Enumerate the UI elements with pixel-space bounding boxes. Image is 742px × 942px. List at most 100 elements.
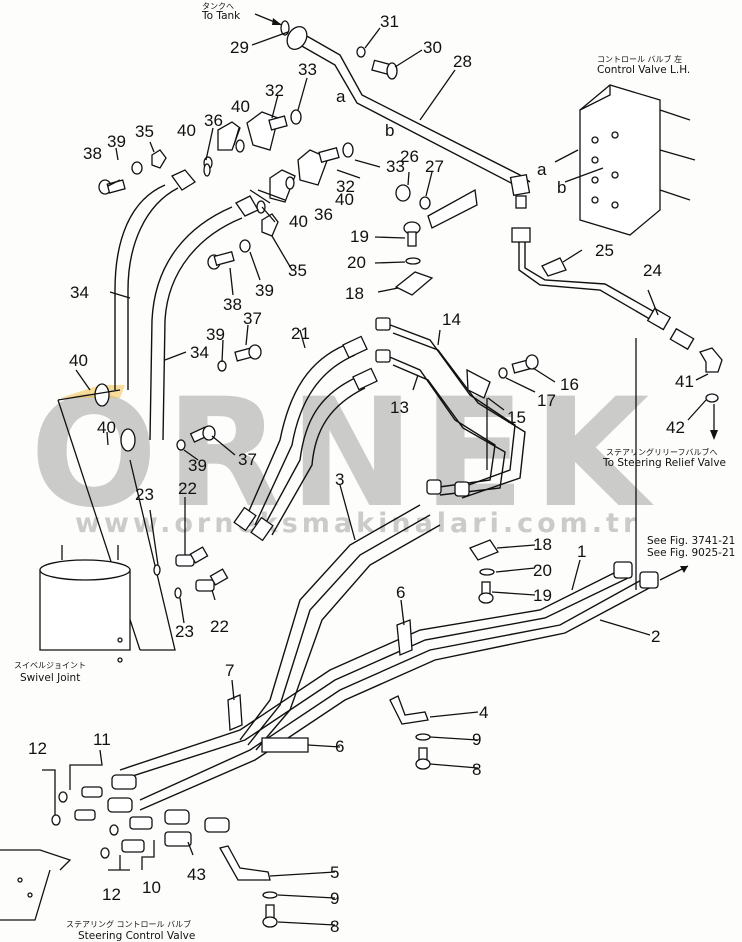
part-label-10: 10 — [142, 878, 161, 897]
washer-9-upper — [415, 733, 431, 741]
part-label-39-b: 39 — [255, 281, 274, 300]
bolt-37-upper — [234, 344, 262, 362]
tube-24 — [511, 227, 695, 351]
part-label-31: 31 — [380, 12, 399, 31]
part-label-17: 17 — [537, 391, 556, 410]
part-label-34-lower: 34 — [190, 343, 209, 362]
part-label-35-upper: 35 — [135, 122, 154, 141]
hose-21 — [233, 335, 378, 542]
part-label-24: 24 — [643, 261, 662, 280]
part-label-12-lower: 12 — [102, 885, 121, 904]
part-label-23-upper: 23 — [135, 485, 154, 504]
watermark: ORNEK www.orneksmakinalari.com.tr — [30, 367, 657, 541]
port-b-arrow — [564, 167, 604, 183]
oring-23-b — [174, 587, 182, 599]
washer-20-upper — [405, 257, 421, 265]
hoses-1-2-3 — [119, 504, 689, 811]
flange-32-upper — [203, 111, 288, 170]
part-label-14: 14 — [442, 310, 461, 329]
port-a-label-left: a — [336, 87, 346, 106]
bolt-8-upper — [415, 747, 431, 770]
part-label-9-upper: 9 — [472, 730, 481, 749]
relief-valve-label: To Steering Relief Valve — [602, 457, 726, 469]
oring-42 — [705, 393, 719, 403]
part-label-22-lower: 22 — [210, 617, 229, 636]
part-label-27: 27 — [425, 157, 444, 176]
see-fig-label-2: See Fig. 9025-21 — [647, 547, 735, 559]
part-label-4: 4 — [479, 703, 488, 722]
plate-18-upper — [394, 271, 434, 296]
see-fig-label-1: See Fig. 3741-21 — [647, 535, 735, 547]
port-b-label-left: b — [385, 121, 394, 140]
part-label-7: 7 — [225, 661, 234, 680]
part-label-9-lower: 9 — [330, 889, 339, 908]
part-label-40-f: 40 — [97, 418, 116, 437]
part-label-3: 3 — [335, 470, 344, 489]
part-label-36-upper: 36 — [204, 111, 223, 130]
port-a-label-right: a — [537, 160, 547, 179]
hose-34 — [94, 169, 259, 452]
part-label-1: 1 — [577, 542, 586, 561]
steering-valve-jp-label: ステアリング コントロール バルブ — [66, 919, 191, 929]
part-label-36-lower: 36 — [314, 205, 333, 224]
bolt-8-lower — [262, 904, 278, 928]
washer-20-lower — [479, 568, 495, 576]
part-label-26: 26 — [400, 147, 419, 166]
control-valve-jp-label: コントロール バルブ 左 — [597, 54, 682, 64]
part-label-16: 16 — [560, 375, 579, 394]
part-label-37-lower: 37 — [238, 450, 257, 469]
relief-valve-jp-label: ステアリングリリーフバルブへ — [606, 447, 718, 457]
washer-9-lower — [262, 891, 278, 899]
part-label-33-upper: 33 — [298, 60, 317, 79]
part-label-39-a: 39 — [107, 132, 126, 151]
part-label-22-upper: 22 — [178, 479, 197, 498]
bracket-15 — [466, 368, 491, 399]
bracket-plate — [427, 188, 478, 229]
washer-27 — [419, 196, 431, 210]
oring-33a — [290, 109, 302, 125]
fittings-bottom — [51, 774, 230, 859]
part-label-2: 2 — [651, 627, 660, 646]
washer-17 — [498, 367, 508, 379]
part-label-28: 28 — [453, 52, 472, 71]
part-label-21: 21 — [291, 324, 310, 343]
oring-33b — [342, 142, 354, 158]
oring-40-upper — [203, 163, 211, 177]
part-label-42: 42 — [666, 418, 685, 437]
tube-28 — [280, 20, 531, 209]
washer-39-upper — [131, 161, 143, 175]
part-label-32-lower: 32 — [336, 177, 355, 196]
part-label-8-lower: 8 — [330, 917, 339, 936]
part-label-38-upper: 38 — [83, 144, 102, 163]
part-label-40-b: 40 — [231, 97, 250, 116]
port-a-arrow — [554, 149, 579, 163]
part-label-39-d: 39 — [188, 456, 207, 475]
part-label-20-lower: 20 — [533, 561, 552, 580]
swivel-joint-label: Swivel Joint — [20, 672, 80, 684]
part-label-11: 11 — [93, 730, 111, 749]
part-label-23-lower: 23 — [175, 622, 194, 641]
watermark-brand: ORNEK — [30, 367, 657, 541]
bolt-30 — [371, 59, 398, 80]
clamp-7 — [227, 694, 243, 731]
washer-31 — [356, 46, 366, 58]
leader-lines — [42, 27, 709, 926]
flange-32-lower — [256, 147, 340, 214]
part-label-40-a: 40 — [177, 121, 196, 140]
tubes-13-14 — [375, 317, 526, 499]
clamp-6-lower — [261, 737, 309, 753]
part-label-37-upper: 37 — [243, 309, 262, 328]
to-tank-jp-label: タンクへ — [202, 2, 234, 11]
part-label-19-lower: 19 — [533, 586, 552, 605]
part-label-43: 43 — [187, 865, 206, 884]
to-tank-label: To Tank — [201, 10, 241, 22]
part-label-6-lower: 6 — [335, 737, 344, 756]
part-label-8-upper: 8 — [472, 760, 481, 779]
part-label-18-upper: 18 — [345, 284, 364, 303]
flange-40 — [94, 383, 110, 407]
swivel-joint — [39, 389, 176, 663]
steering-control-valve — [0, 849, 72, 921]
part-label-39-c: 39 — [206, 325, 225, 344]
clamp-35-lower — [261, 213, 279, 237]
